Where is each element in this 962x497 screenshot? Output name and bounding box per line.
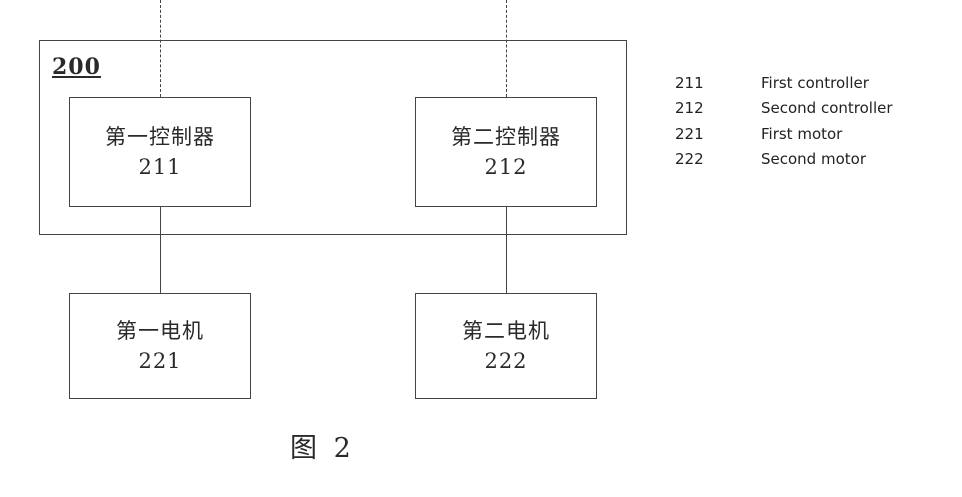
motor-1-name: 第一电机 <box>116 316 204 346</box>
motor-2-name: 第二电机 <box>462 316 550 346</box>
legend-text: First motor <box>761 125 842 143</box>
controller-box-1: 第一控制器 211 <box>69 97 251 207</box>
legend-row: 211 First controller <box>675 70 893 96</box>
controller-2-name: 第二控制器 <box>451 122 561 152</box>
legend-row: 221 First motor <box>675 121 893 147</box>
controller-box-2: 第二控制器 212 <box>415 97 597 207</box>
legend-text: Second controller <box>761 99 893 117</box>
motor-box-1: 第一电机 221 <box>69 293 251 399</box>
legend-text: First controller <box>761 74 869 92</box>
module-label: 200 <box>52 54 101 80</box>
controller-1-name: 第一控制器 <box>105 122 215 152</box>
legend-row: 222 Second motor <box>675 147 893 173</box>
legend-number: 221 <box>675 125 761 143</box>
legend-text: Second motor <box>761 150 866 168</box>
connector-line-left <box>160 207 161 293</box>
controller-1-number: 211 <box>138 152 181 182</box>
legend-number: 222 <box>675 150 761 168</box>
connector-line-right <box>506 207 507 293</box>
legend: 211 First controller 212 Second controll… <box>675 70 893 172</box>
legend-number: 212 <box>675 99 761 117</box>
controller-2-number: 212 <box>484 152 527 182</box>
motor-1-number: 221 <box>138 346 181 376</box>
figure-caption: 图 2 <box>290 426 355 465</box>
motor-box-2: 第二电机 222 <box>415 293 597 399</box>
motor-2-number: 222 <box>484 346 527 376</box>
legend-number: 211 <box>675 74 761 92</box>
legend-row: 212 Second controller <box>675 96 893 122</box>
